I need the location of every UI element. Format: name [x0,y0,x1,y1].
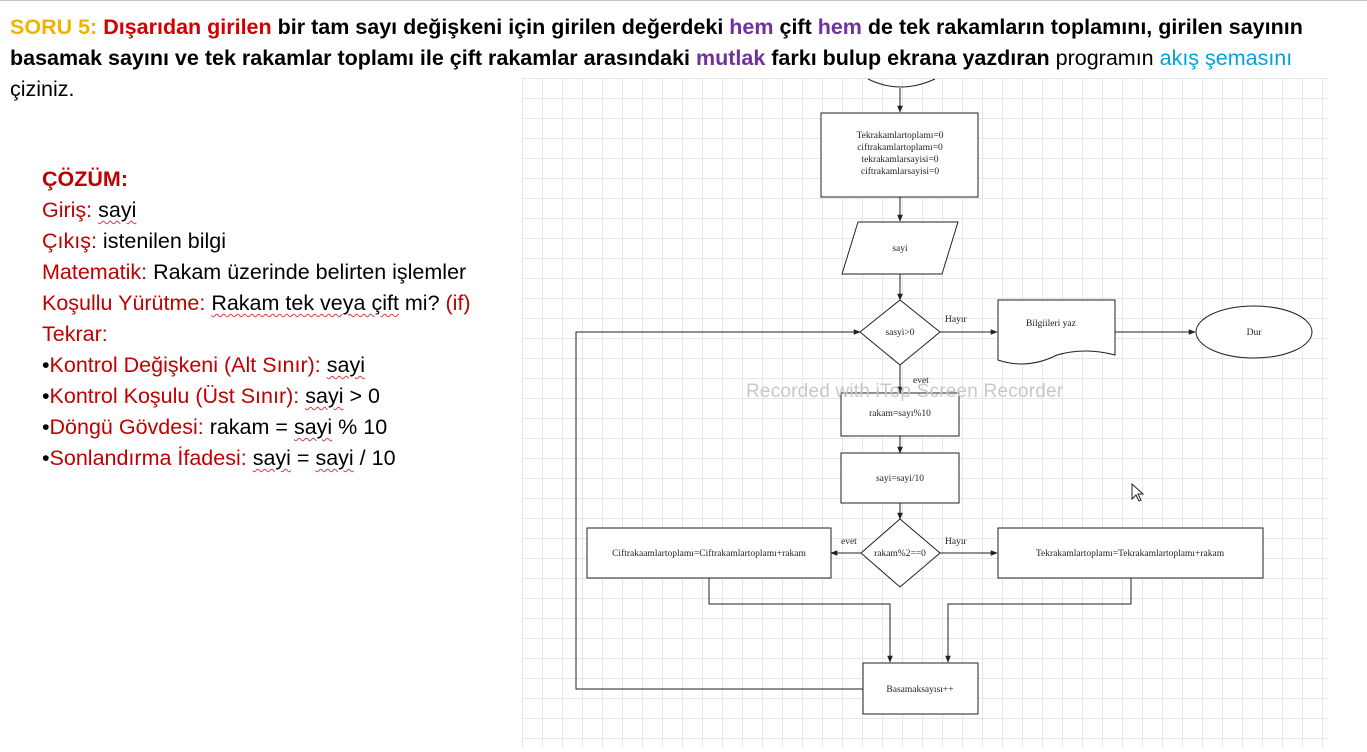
start-terminal-edge [867,78,936,88]
even-sum-box [586,527,832,579]
solution-row-value: rakam = [203,415,294,439]
bullet-icon: • [42,446,50,470]
question-part: hem [729,15,774,39]
solution-row-value: Rakam üzerinde belirten işlemler [147,260,467,284]
parity-condition-label: rakam%2==0 [874,549,926,559]
question-part: bir tam sayı değişkeni için girilen değe… [271,15,730,39]
input-label: sayi [892,244,908,254]
edge-label-no-2: Hayır [945,537,967,547]
question-part: farkı bulup ekrana yazdıran [765,46,1050,70]
edge-label-yes-2: evet [841,537,857,547]
solution-row: Giriş: sayi [42,195,522,226]
digit-step-label: rakam=sayı%10 [869,409,931,419]
counter-label: Basamaksayısı++ [886,685,953,695]
loop-condition-label: sasyi>0 [885,328,914,338]
odd-sum-box [997,527,1264,579]
solution-row-label: Giriş: [42,198,93,222]
top-border [0,0,1367,1]
input-parallelogram [841,221,959,275]
solution-row-label: Çıkış: [42,229,97,253]
solution-row-label: Kontrol Değişkeni (Alt Sınır): [49,353,321,377]
solution-row-value: = [290,446,316,470]
mouse-cursor-icon [1131,483,1145,502]
solution-row: •Kontrol Koşulu (Üst Sınır): sayi > 0 [42,381,522,412]
init-line-4: ciftrakamlarsayisi=0 [861,166,939,177]
init-line-1: Tekrakamlartoplamı=0 [857,131,944,141]
solution-row-value: / 10 [353,446,396,470]
question-part: mutlak [695,46,766,70]
solution-row: •Döngü Gövdesi: rakam = sayi % 10 [42,412,522,443]
loop-decision-diamond [859,299,941,366]
solution-row-value: (if) [445,291,471,315]
solution-row-label: Döngü Gövdesi: [49,415,204,439]
solution-row-label: Tekrar: [42,322,108,346]
bullet-icon: • [42,384,50,408]
solution-row-value: sayi [326,353,365,377]
divide-step-label: sayi=sayi/10 [876,474,924,484]
output-label: Bilgiileri yaz [1026,319,1076,329]
solution-row-value: sayi [315,446,354,470]
init-line-3: tekrakamlarsayisi=0 [861,155,938,165]
solution-row: •Sonlandırma İfadesi: sayi = sayi / 10 [42,443,522,474]
init-line-2: ciftrakamlartoplamı=0 [857,142,943,153]
edge-even-counter [708,578,893,663]
solution-row: Matematik: Rakam üzerinde belirten işlem… [42,257,522,288]
solution-row-label: Koşullu Yürütme: [42,291,206,315]
edge-counter-loop [575,329,863,690]
digit-process-box [840,392,960,437]
parity-decision-diamond [860,518,941,588]
end-label: Dur [1247,328,1263,338]
solution-row-value: sayi [293,415,333,439]
recorder-watermark: Recorded with iTop Screen Recorder [746,381,1064,402]
question-part: çiziniz. [10,77,75,101]
edge-label-no-1: Hayır [945,315,967,325]
question-part: hem [817,15,862,39]
solution-row-label: Matematik: [42,260,148,284]
solution-row-value: istenilen bilgi [96,229,227,253]
question-part: de tek rakamların toplamını, girilen say… [10,15,1303,70]
bullet-icon: • [42,353,50,377]
solution-row-value: mi? [398,291,446,315]
question-part: çift [773,15,818,39]
edge-odd-counter [945,578,1132,663]
question-part: Dışarıdan girilen [103,15,272,39]
question-part: programın [1049,46,1160,70]
solution-row-label: Sonlandırma İfadesi: [49,446,247,470]
solution-row-value: sayi [252,446,291,470]
edge-label-yes-1: evet [913,376,929,386]
bullet-icon: • [42,415,50,439]
end-terminal-ellipse [1195,305,1313,359]
solution-row-value: Rakam tek veya çift [211,291,399,315]
counter-box [862,662,979,715]
solution-row-label: Kontrol Koşulu (Üst Sınır): [49,384,300,408]
solution-row: •Kontrol Değişkeni (Alt Sınır): sayi [42,350,522,381]
odd-sum-label: Tekrakamlartoplamı=Tekrakamlartoplamı+ra… [1036,549,1225,559]
question-part: akış şemasını [1159,46,1293,70]
solution-row: Koşullu Yürütme: Rakam tek veya çift mi?… [42,288,522,319]
divide-process-box [840,452,960,504]
question-label: SORU 5: [10,15,104,39]
output-document-shape [997,299,1116,365]
even-sum-label: Ciftrakaamlartoplamı=Ciftrakamlartoplamı… [612,548,806,559]
init-process-box [820,112,979,198]
solution-row: Çıkış: istenilen bilgi [42,226,522,257]
solution-title: ÇÖZÜM: [42,167,128,191]
question-text: SORU 5: Dışarıdan girilen bir tam sayı d… [10,12,1340,105]
solution-row: Tekrar: [42,319,522,350]
question-body: Dışarıdan girilen bir tam sayı değişkeni… [10,15,1303,101]
solution-row-value: % 10 [332,415,388,439]
solution-row-value: > 0 [343,384,380,408]
solution-row-value: sayi [98,198,137,222]
solution-row-value: sayi [305,384,344,408]
